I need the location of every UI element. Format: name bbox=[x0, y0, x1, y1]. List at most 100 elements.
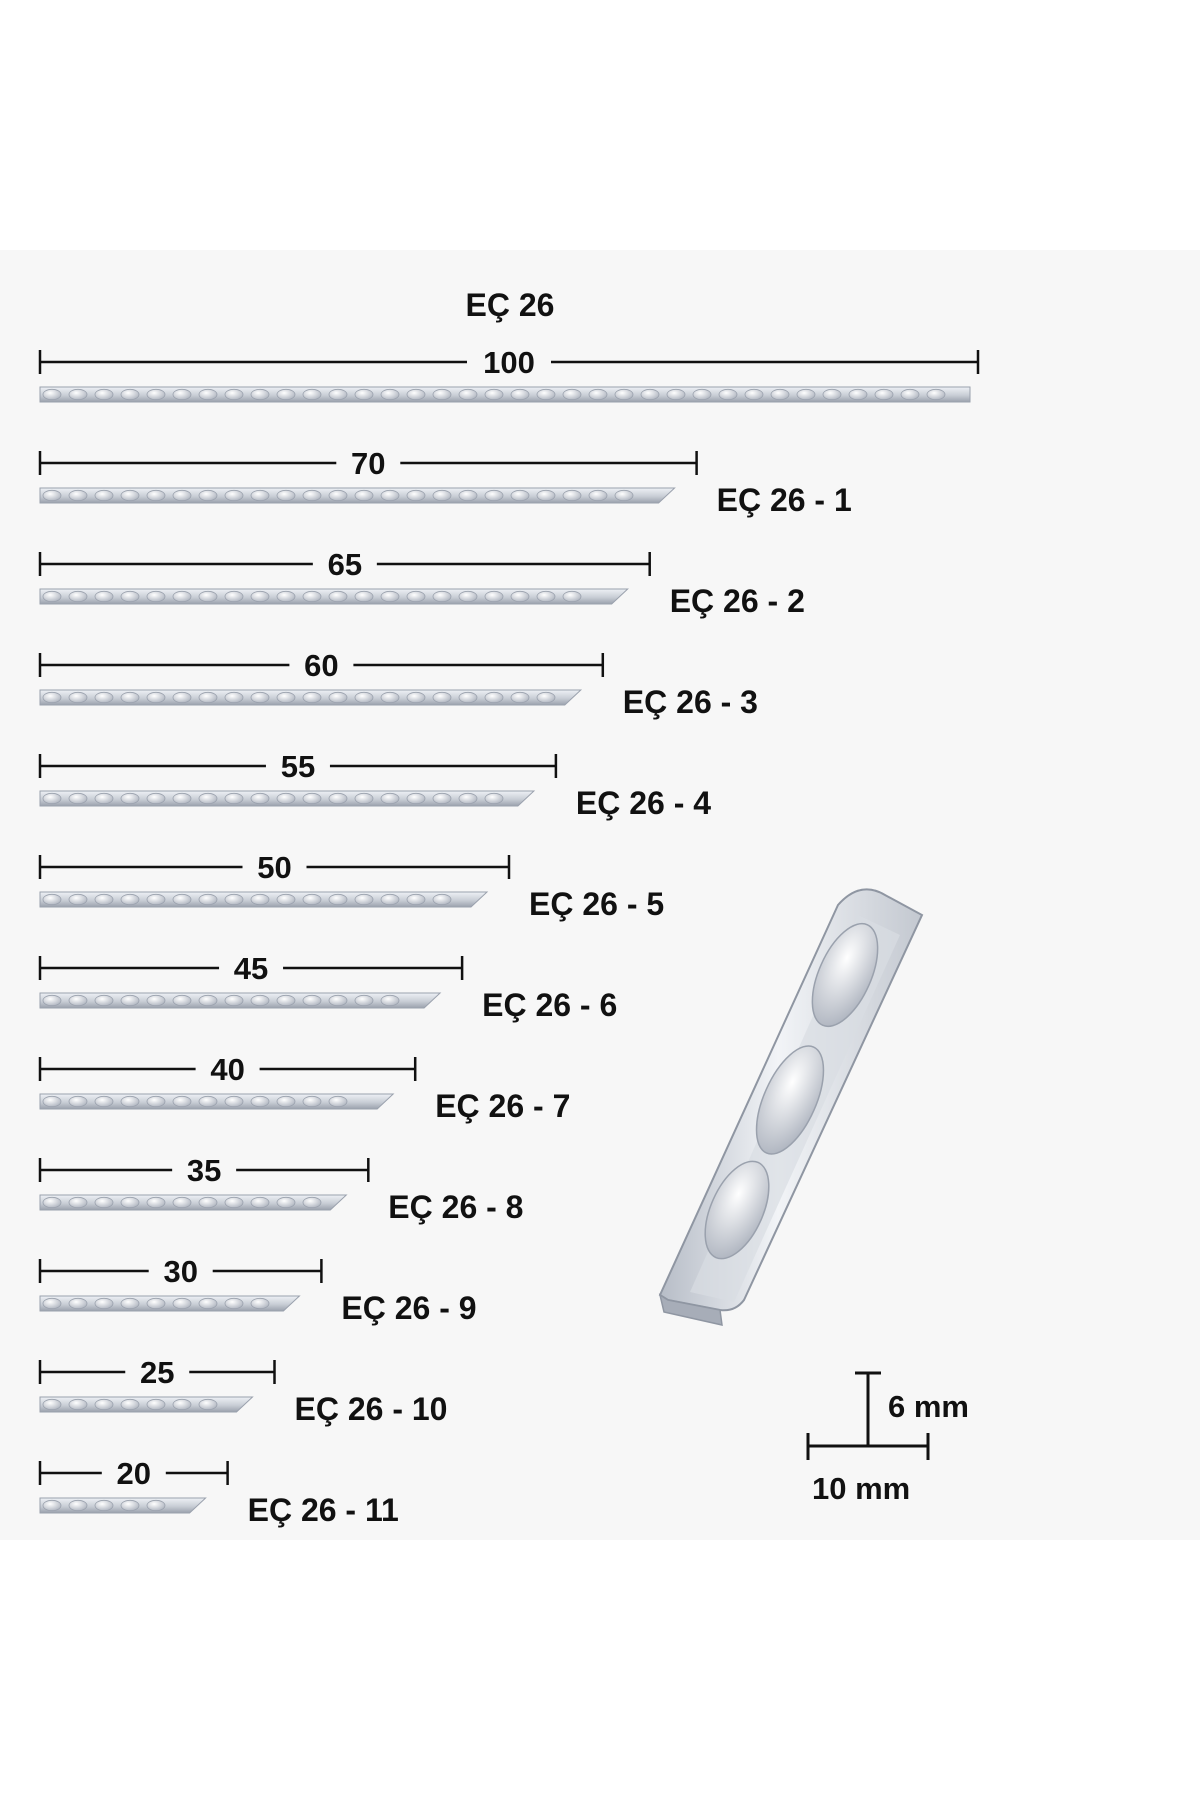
molding-bead bbox=[224, 691, 244, 704]
molding-bead bbox=[94, 994, 114, 1007]
molding-bead bbox=[120, 1196, 140, 1209]
molding-bead bbox=[172, 1196, 192, 1209]
molding-bead bbox=[640, 388, 660, 401]
molding-bead bbox=[42, 792, 62, 805]
molding-bead bbox=[198, 691, 218, 704]
molding-bead bbox=[68, 994, 88, 1007]
molding-bead bbox=[172, 1095, 192, 1108]
molding-bead bbox=[172, 388, 192, 401]
molding-bead bbox=[380, 691, 400, 704]
molding-bead bbox=[380, 994, 400, 1007]
molding-bead bbox=[120, 893, 140, 906]
molding-bead bbox=[432, 590, 452, 603]
molding-bead bbox=[198, 388, 218, 401]
length-value: 30 bbox=[163, 1254, 197, 1289]
length-value: 70 bbox=[351, 446, 385, 481]
molding-bead bbox=[94, 1196, 114, 1209]
molding-bead bbox=[172, 489, 192, 502]
molding-bead bbox=[354, 994, 374, 1007]
product-code-label: EÇ 26 - 10 bbox=[295, 1391, 448, 1427]
molding-bead bbox=[42, 489, 62, 502]
molding-bead bbox=[354, 792, 374, 805]
molding-bead bbox=[536, 590, 556, 603]
molding-bead bbox=[250, 590, 270, 603]
molding-bead bbox=[68, 1196, 88, 1209]
molding-bead bbox=[120, 792, 140, 805]
molding-bead bbox=[42, 1398, 62, 1411]
molding-bead bbox=[380, 489, 400, 502]
molding-bead bbox=[224, 1297, 244, 1310]
molding-bead bbox=[94, 1398, 114, 1411]
length-value-label: 10 mm bbox=[812, 1471, 910, 1506]
molding-bead bbox=[250, 1297, 270, 1310]
product-code-label: EÇ 26 - 6 bbox=[482, 987, 617, 1023]
molding-bead bbox=[94, 1297, 114, 1310]
molding-bead bbox=[250, 691, 270, 704]
length-value: 65 bbox=[328, 547, 362, 582]
molding-bead bbox=[536, 691, 556, 704]
molding-bead bbox=[276, 1095, 296, 1108]
molding-bead bbox=[380, 893, 400, 906]
molding-bead bbox=[198, 1297, 218, 1310]
molding-bead bbox=[302, 388, 322, 401]
molding-bead bbox=[146, 792, 166, 805]
molding-bead bbox=[614, 388, 634, 401]
molding-bead bbox=[198, 1196, 218, 1209]
molding-bead bbox=[172, 893, 192, 906]
molding-bead bbox=[120, 1297, 140, 1310]
molding-bead bbox=[146, 388, 166, 401]
molding-bead bbox=[198, 994, 218, 1007]
molding-bead bbox=[432, 691, 452, 704]
molding-bead bbox=[536, 388, 556, 401]
molding-bead bbox=[302, 1095, 322, 1108]
molding-bead bbox=[146, 590, 166, 603]
molding-bead bbox=[562, 489, 582, 502]
molding-bead bbox=[94, 691, 114, 704]
molding-bead bbox=[68, 691, 88, 704]
molding-bead bbox=[562, 388, 582, 401]
molding-bead bbox=[224, 388, 244, 401]
molding-bead bbox=[94, 1095, 114, 1108]
molding-bead bbox=[146, 893, 166, 906]
molding-bead bbox=[276, 792, 296, 805]
molding-bead bbox=[172, 1297, 192, 1310]
molding-bead bbox=[354, 388, 374, 401]
molding-bead bbox=[68, 388, 88, 401]
molding-bead bbox=[250, 792, 270, 805]
molding-bead bbox=[328, 388, 348, 401]
molding-bead bbox=[250, 994, 270, 1007]
molding-bead bbox=[380, 792, 400, 805]
molding-bead bbox=[68, 1398, 88, 1411]
molding-bead bbox=[796, 388, 816, 401]
molding-bead bbox=[692, 388, 712, 401]
molding-bead bbox=[302, 691, 322, 704]
molding-bead bbox=[172, 1398, 192, 1411]
molding-bead bbox=[120, 489, 140, 502]
product-code-label: EÇ 26 - 4 bbox=[576, 785, 711, 821]
molding-bead bbox=[42, 1196, 62, 1209]
molding-bead bbox=[484, 691, 504, 704]
molding-strip bbox=[39, 386, 971, 403]
unit-dimension-indicator bbox=[806, 1371, 930, 1460]
molding-bead bbox=[68, 1499, 88, 1512]
molding-bead bbox=[198, 590, 218, 603]
molding-bead bbox=[224, 893, 244, 906]
molding-bead bbox=[458, 489, 478, 502]
molding-bead bbox=[406, 489, 426, 502]
molding-bead bbox=[354, 691, 374, 704]
molding-bead bbox=[718, 388, 738, 401]
length-value: 55 bbox=[281, 749, 315, 784]
molding-bead bbox=[42, 1095, 62, 1108]
molding-bead bbox=[484, 489, 504, 502]
molding-bead bbox=[42, 893, 62, 906]
molding-bead bbox=[250, 1196, 270, 1209]
molding-bead bbox=[198, 489, 218, 502]
molding-bead bbox=[822, 388, 842, 401]
molding-bead bbox=[614, 489, 634, 502]
molding-bead bbox=[536, 489, 556, 502]
molding-bead bbox=[94, 893, 114, 906]
